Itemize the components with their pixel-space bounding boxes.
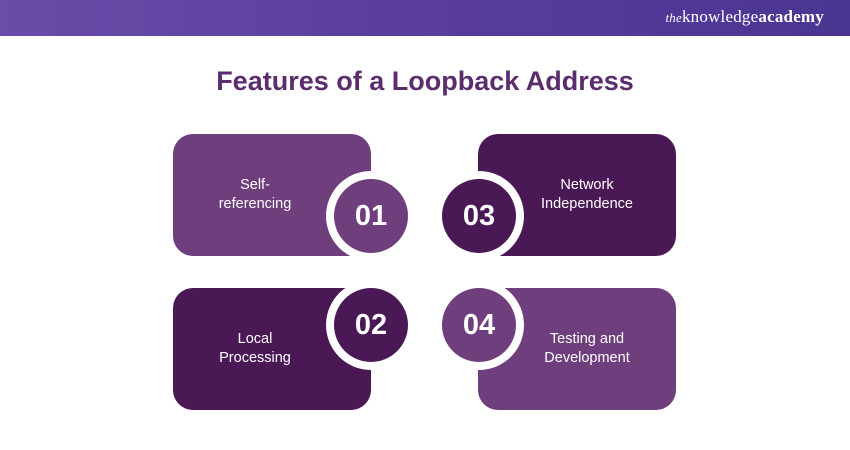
feature-02-line1: Local (237, 331, 273, 347)
feature-text-03: Network Independence (512, 134, 662, 256)
header-bar: theknowledgeacademy (0, 0, 850, 36)
feature-text-04: Testing and Development (512, 288, 662, 410)
feature-02-line2: Processing (219, 350, 291, 366)
brand-logo: theknowledgeacademy (666, 7, 825, 27)
feature-03-line2: Independence (541, 196, 633, 212)
feature-text-02: Local Processing (185, 288, 325, 410)
number-badge-03: 03 (442, 179, 516, 253)
number-badge-02: 02 (334, 288, 408, 362)
feature-04-line1: Testing and (549, 331, 625, 347)
page-title: Features of a Loopback Address (216, 66, 634, 96)
number-badge-04: 04 (442, 288, 516, 362)
feature-03-line1: Network (560, 177, 614, 193)
feature-01-line1: Self- (240, 177, 270, 193)
feature-01-line2: referencing (218, 196, 292, 212)
brand-knowledge: knowledge (681, 7, 759, 26)
number-badge-01: 01 (334, 179, 408, 253)
brand-academy: academy (758, 7, 824, 26)
brand-the: the (665, 10, 682, 25)
feature-text-01: Self- referencing (185, 134, 325, 256)
feature-04-line2: Development (544, 350, 630, 366)
